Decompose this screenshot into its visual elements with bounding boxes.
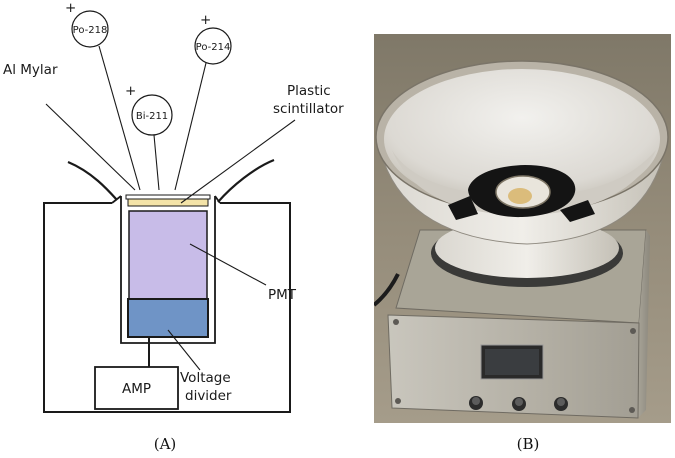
po218-plus: + xyxy=(65,0,76,16)
po218-path xyxy=(98,45,141,191)
bowl-inner-shade xyxy=(392,150,656,215)
detector-window-center xyxy=(508,188,532,204)
screw-icon xyxy=(395,398,401,404)
al-mylar-label: Al Mylar xyxy=(3,62,58,78)
knob-icon xyxy=(557,398,565,406)
screw-icon xyxy=(630,328,636,334)
screw-icon xyxy=(393,319,399,325)
caption-a: (A) xyxy=(154,435,177,453)
funnel-right xyxy=(217,158,275,203)
po214-plus: + xyxy=(200,12,211,28)
outer-housing xyxy=(43,202,291,413)
plastic-label-line2: scintillator xyxy=(273,101,344,117)
screw-icon xyxy=(629,407,635,413)
amp-box xyxy=(94,366,179,410)
funnel-left xyxy=(67,160,118,201)
po214-circle xyxy=(194,27,232,65)
voltage-label-line1: Voltage xyxy=(180,370,231,386)
po218-label: Po-218 xyxy=(73,25,108,36)
bi211-path xyxy=(153,134,160,191)
housing-top-left xyxy=(111,195,122,204)
divider-pointer xyxy=(167,329,201,371)
pmt-housing xyxy=(120,196,216,344)
housing-top-right xyxy=(214,195,221,204)
sample-holder-tab xyxy=(560,200,595,222)
plastic-scintillator xyxy=(127,198,209,207)
plastic-label-line1: Plastic xyxy=(287,83,331,99)
po218-circle xyxy=(71,10,109,48)
caption-b: (B) xyxy=(517,435,540,453)
photo-cable xyxy=(374,273,400,307)
box-display-glass xyxy=(485,349,539,375)
scintillator-pointer xyxy=(180,119,296,204)
pmt-pointer xyxy=(189,243,267,286)
bowl-interior xyxy=(384,69,660,209)
box-side xyxy=(638,230,650,418)
bi211-circle xyxy=(131,94,173,136)
amp-label: AMP xyxy=(122,381,151,397)
bi211-plus: + xyxy=(125,83,136,99)
voltage-divider-block xyxy=(127,298,209,338)
al-mylar-pointer xyxy=(45,103,136,191)
po214-path xyxy=(174,62,207,191)
photo-panel: (B) xyxy=(374,34,671,453)
knob-icon xyxy=(515,398,523,406)
sample-holder-tab xyxy=(448,196,478,220)
pmt-tube xyxy=(128,210,208,300)
schematic-panel: AMP + Po-218 + Po-214 + Bi-211 Al Mylar … xyxy=(3,0,344,453)
bi211-label: Bi-211 xyxy=(136,111,168,122)
pmt-label: PMT xyxy=(268,287,297,303)
voltage-label-line2: divider xyxy=(185,388,232,404)
po214-label: Po-214 xyxy=(196,42,231,53)
knob-icon xyxy=(472,397,480,405)
al-mylar-window xyxy=(125,194,211,200)
